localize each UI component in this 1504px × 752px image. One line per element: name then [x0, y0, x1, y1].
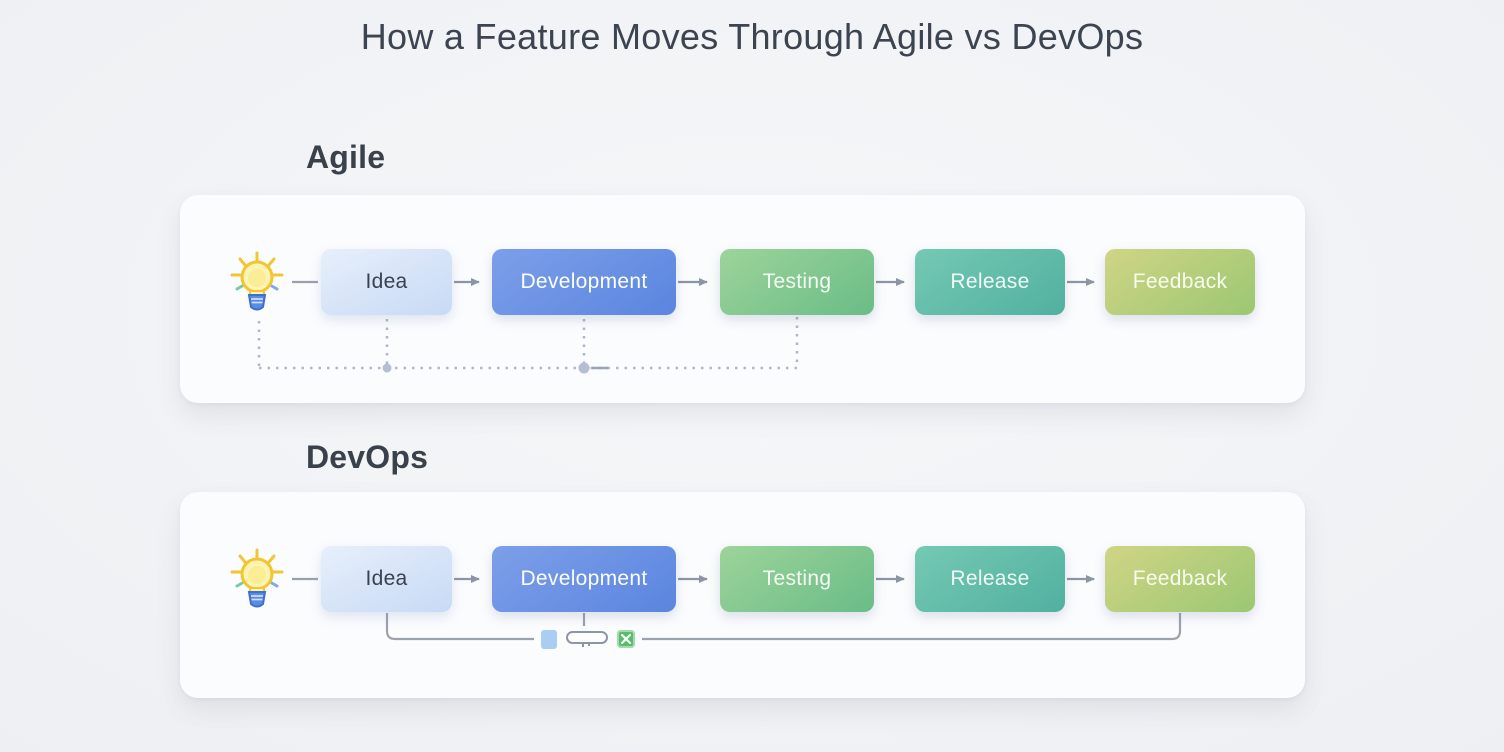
devops-heading: DevOps: [306, 439, 429, 475]
devops-panel: Idea Development Testing Release Feedbac…: [180, 492, 1305, 698]
page-title: How a Feature Moves Through Agile vs Dev…: [360, 16, 1144, 57]
key-icon: [566, 631, 608, 647]
pipeline-icons: [534, 626, 642, 652]
agile-stage-testing: Testing: [720, 249, 874, 315]
agile-heading: Agile: [306, 139, 386, 175]
solid-feedback-loop: [385, 613, 1182, 641]
lightbulb-icon: [225, 247, 289, 317]
devops-stage-feedback: Feedback: [1105, 546, 1255, 612]
devops-stage-idea: Idea: [321, 546, 452, 612]
loop-junction-dot: [578, 362, 590, 374]
agile-stage-release: Release: [915, 249, 1065, 315]
devops-stage-testing: Testing: [720, 546, 874, 612]
loop-junction-dot: [382, 363, 392, 373]
devops-stage-development: Development: [492, 546, 676, 612]
agile-panel: Idea Development Testing Release Feedbac…: [180, 195, 1305, 403]
package-icon: [541, 629, 557, 649]
devops-stage-release: Release: [915, 546, 1065, 612]
agile-stage-idea: Idea: [321, 249, 452, 315]
agile-stage-development: Development: [492, 249, 676, 315]
x-icon: [617, 630, 635, 648]
agile-stage-feedback: Feedback: [1105, 249, 1255, 315]
dashed-feedback-loop: [257, 317, 799, 370]
lightbulb-icon: [225, 544, 289, 614]
